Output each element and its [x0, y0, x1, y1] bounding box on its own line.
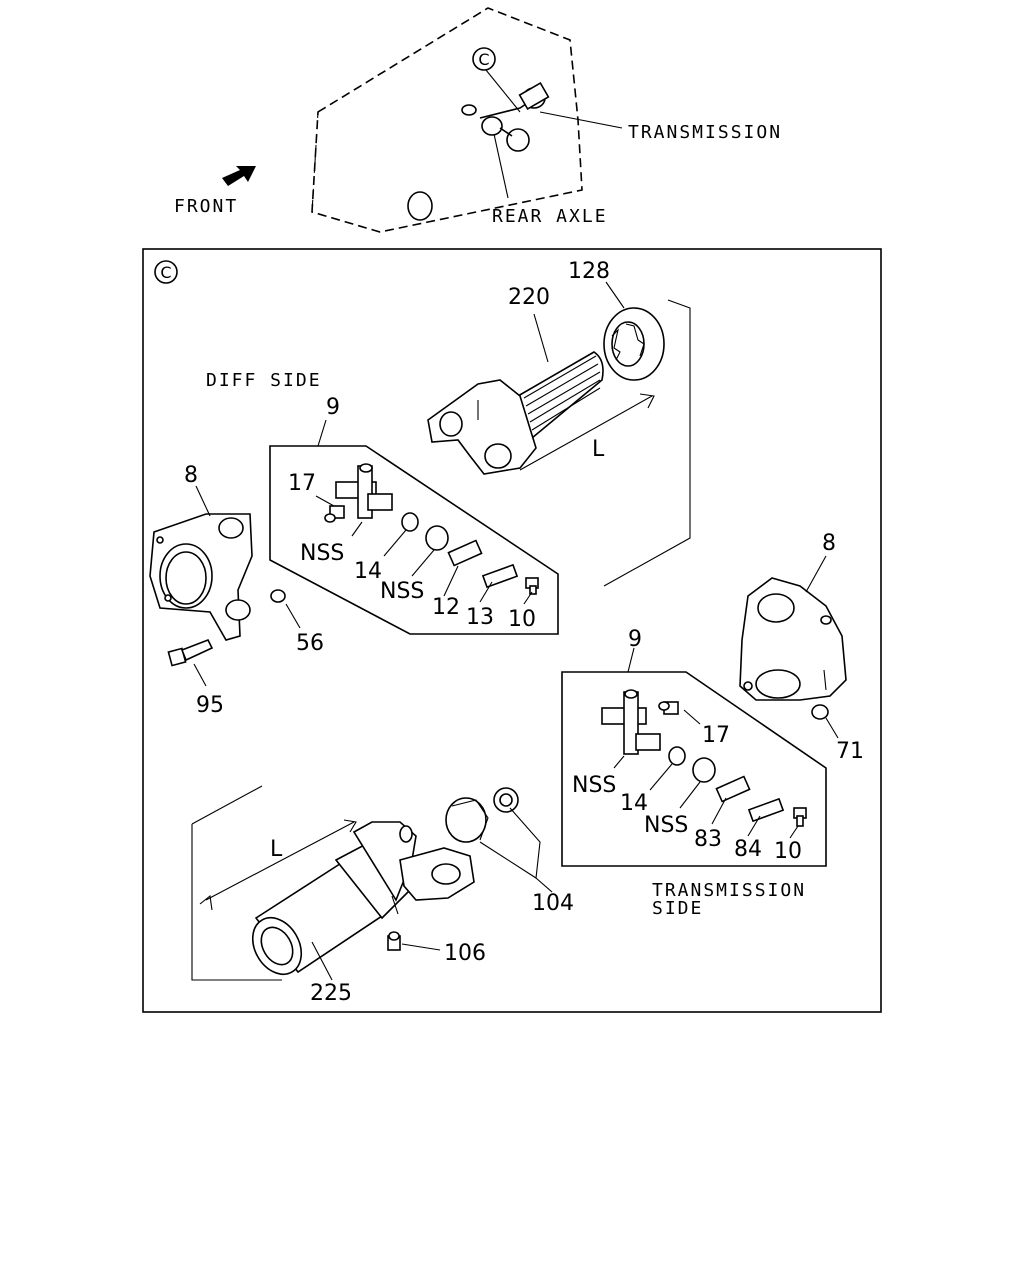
bearing-nss-upper	[425, 525, 449, 551]
seal-14-lower	[668, 746, 686, 766]
plate-83	[715, 775, 751, 803]
nss-lower-a: NSS	[572, 773, 616, 798]
callout-225: 225	[310, 981, 352, 1006]
lock-strap-84	[747, 797, 785, 823]
callout-104: 104	[532, 891, 574, 916]
callout-71: 71	[836, 739, 864, 764]
flange-yoke-8-right	[739, 577, 847, 701]
callout-17-lower: 17	[702, 723, 730, 748]
vehicle-outline-edge	[311, 111, 319, 213]
seal-104-a	[445, 797, 489, 843]
front-label: FRONT	[174, 196, 238, 217]
callout-10-lower: 10	[774, 839, 802, 864]
overview-shaft	[461, 81, 550, 152]
slip-yoke-220	[427, 351, 604, 475]
callout-220: 220	[508, 285, 550, 310]
seal-104-b	[493, 787, 519, 813]
bolt-95	[167, 638, 214, 667]
shaft-tube-225	[251, 821, 475, 976]
nut-56	[270, 589, 286, 603]
overview-detail-marker: C	[478, 50, 489, 69]
front-arrow-icon	[222, 166, 256, 186]
callout-12: 12	[432, 595, 460, 620]
flange-yoke-8-left	[149, 513, 253, 641]
callout-8-right: 8	[822, 531, 836, 556]
lock-strap-13	[481, 563, 519, 589]
bolt-10-upper	[525, 577, 539, 595]
callout-9-upper: 9	[326, 395, 340, 420]
grease-fitting-17-upper	[324, 505, 345, 523]
kit-frame-9-lower	[561, 671, 827, 867]
callout-8-left: 8	[184, 463, 198, 488]
transmission-side-label-line1: TRANSMISSION	[652, 880, 806, 901]
detail-marker-circle	[472, 47, 496, 71]
vehicle-outline	[311, 7, 583, 233]
callout-95: 95	[196, 693, 224, 718]
length-label-upper: L	[592, 437, 605, 462]
callout-17-upper: 17	[288, 471, 316, 496]
callout-128: 128	[568, 259, 610, 284]
wheel-shape	[407, 191, 433, 221]
grease-fitting-17-lower	[658, 701, 679, 715]
rear-axle-label: REAR AXLE	[492, 206, 608, 227]
callout-83: 83	[694, 827, 722, 852]
bearing-nss-lower	[692, 757, 716, 783]
transmission-side-label-line2: SIDE	[652, 898, 703, 919]
nss-lower-b: NSS	[644, 813, 688, 838]
nss-upper-a: NSS	[300, 541, 344, 566]
vehicle-overview: C TRANSMISSION REAR AXLE FRONT	[174, 7, 782, 233]
transmission-label: TRANSMISSION	[628, 122, 782, 143]
nut-71	[811, 704, 829, 720]
detail-frame-marker-circle	[154, 260, 178, 284]
callout-56: 56	[296, 631, 324, 656]
callout-9-lower: 9	[628, 627, 642, 652]
callout-13: 13	[466, 605, 494, 630]
callout-10-upper: 10	[508, 607, 536, 632]
detail-frame	[142, 248, 882, 1013]
callout-84: 84	[734, 837, 762, 862]
kit-frame-9-upper	[269, 445, 559, 635]
detail-marker: C	[160, 263, 171, 282]
plate-12	[447, 539, 483, 567]
seal-128	[603, 307, 665, 381]
spider-upper	[335, 463, 393, 519]
callout-106: 106	[444, 941, 486, 966]
grease-fitting-106	[387, 931, 401, 951]
bolt-10-lower	[793, 807, 807, 827]
callout-14-lower: 14	[620, 791, 648, 816]
length-label-lower: L	[270, 837, 283, 862]
seal-14-upper	[401, 512, 419, 532]
nss-upper-b: NSS	[380, 579, 424, 604]
spider-lower	[601, 689, 661, 755]
diff-side-label: DIFF SIDE	[206, 370, 322, 391]
callout-14-upper: 14	[354, 559, 382, 584]
